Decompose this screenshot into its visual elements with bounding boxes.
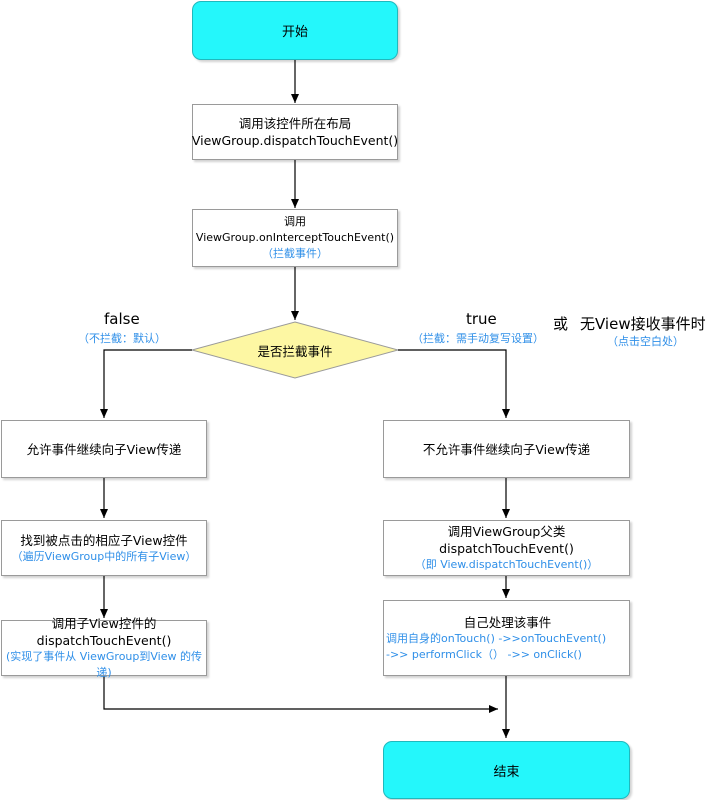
child-dispatch-line3: (实现了事件从 ViewGroup到View 的传递) <box>6 650 202 679</box>
end-node: 结束 <box>383 741 630 799</box>
intercept-line1: 调用ViewGroup.onInterceptTouchEvent() <box>195 215 395 244</box>
false-label: false <box>104 310 140 328</box>
no-view-label: 无View接收事件时 <box>580 315 706 333</box>
edge-decision-right <box>398 349 510 418</box>
start-node: 开始 <box>192 1 398 60</box>
child-dispatch-line1: 调用子View控件的 <box>51 616 157 631</box>
intercept-touch-event-box: 调用ViewGroup.onInterceptTouchEvent() （拦截事… <box>192 209 398 267</box>
self-handle-line1: 自己处理该事件 <box>463 614 552 630</box>
self-handle-box: 自己处理该事件 调用自身的onTouch() ->>onTouchEvent()… <box>383 600 630 676</box>
child-dispatch-line2: dispatchTouchEvent() <box>36 633 172 648</box>
child-dispatch-box: 调用子View控件的 dispatchTouchEvent() (实现了事件从 … <box>1 616 207 679</box>
dispatch-line2: ViewGroup.dispatchTouchEvent() <box>191 133 399 148</box>
parent-dispatch-line2: （即 View.dispatchTouchEvent()） <box>414 558 599 571</box>
no-view-note: （点击空白处） <box>607 335 684 348</box>
find-child-view-box: 找到被点击的相应子View控件 （遍历ViewGroup中的所有子View） <box>1 520 207 576</box>
edge-decision-left <box>100 349 192 418</box>
allow-pass-label: 允许事件继续向子View传递 <box>26 441 182 457</box>
true-note: （拦截：需手动复写设置） <box>412 332 544 345</box>
true-label: true <box>466 310 497 328</box>
parent-dispatch-box: 调用ViewGroup父类dispatchTouchEvent() （即 Vie… <box>383 520 630 576</box>
self-handle-line2: 调用自身的onTouch() ->>onTouchEvent() <box>386 631 607 645</box>
or-label: 或 <box>553 315 569 333</box>
find-child-line1: 找到被点击的相应子View控件 <box>20 532 188 548</box>
dispatch-touch-event-box: 调用该控件所在布局 ViewGroup.dispatchTouchEvent() <box>192 104 398 160</box>
false-note: （不拦截：默认） <box>78 332 166 345</box>
find-child-line2: （遍历ViewGroup中的所有子View） <box>11 549 197 563</box>
dispatch-line1: 调用该控件所在布局 <box>238 116 352 131</box>
allow-pass-box: 允许事件继续向子View传递 <box>1 420 207 478</box>
deny-pass-box: 不允许事件继续向子View传递 <box>383 420 630 478</box>
end-label: 结束 <box>493 764 520 780</box>
intercept-line2: （拦截事件） <box>262 247 328 260</box>
parent-dispatch-line1: 调用ViewGroup父类dispatchTouchEvent() <box>439 524 574 556</box>
decision-diamond <box>190 321 400 379</box>
edge-left3-merge <box>103 676 498 713</box>
decision-label: 是否拦截事件 <box>257 343 333 359</box>
self-handle-line3: ->> performClick（） ->> onClick() <box>386 647 582 661</box>
deny-pass-label: 不允许事件继续向子View传递 <box>422 441 591 457</box>
start-label: 开始 <box>281 25 308 40</box>
